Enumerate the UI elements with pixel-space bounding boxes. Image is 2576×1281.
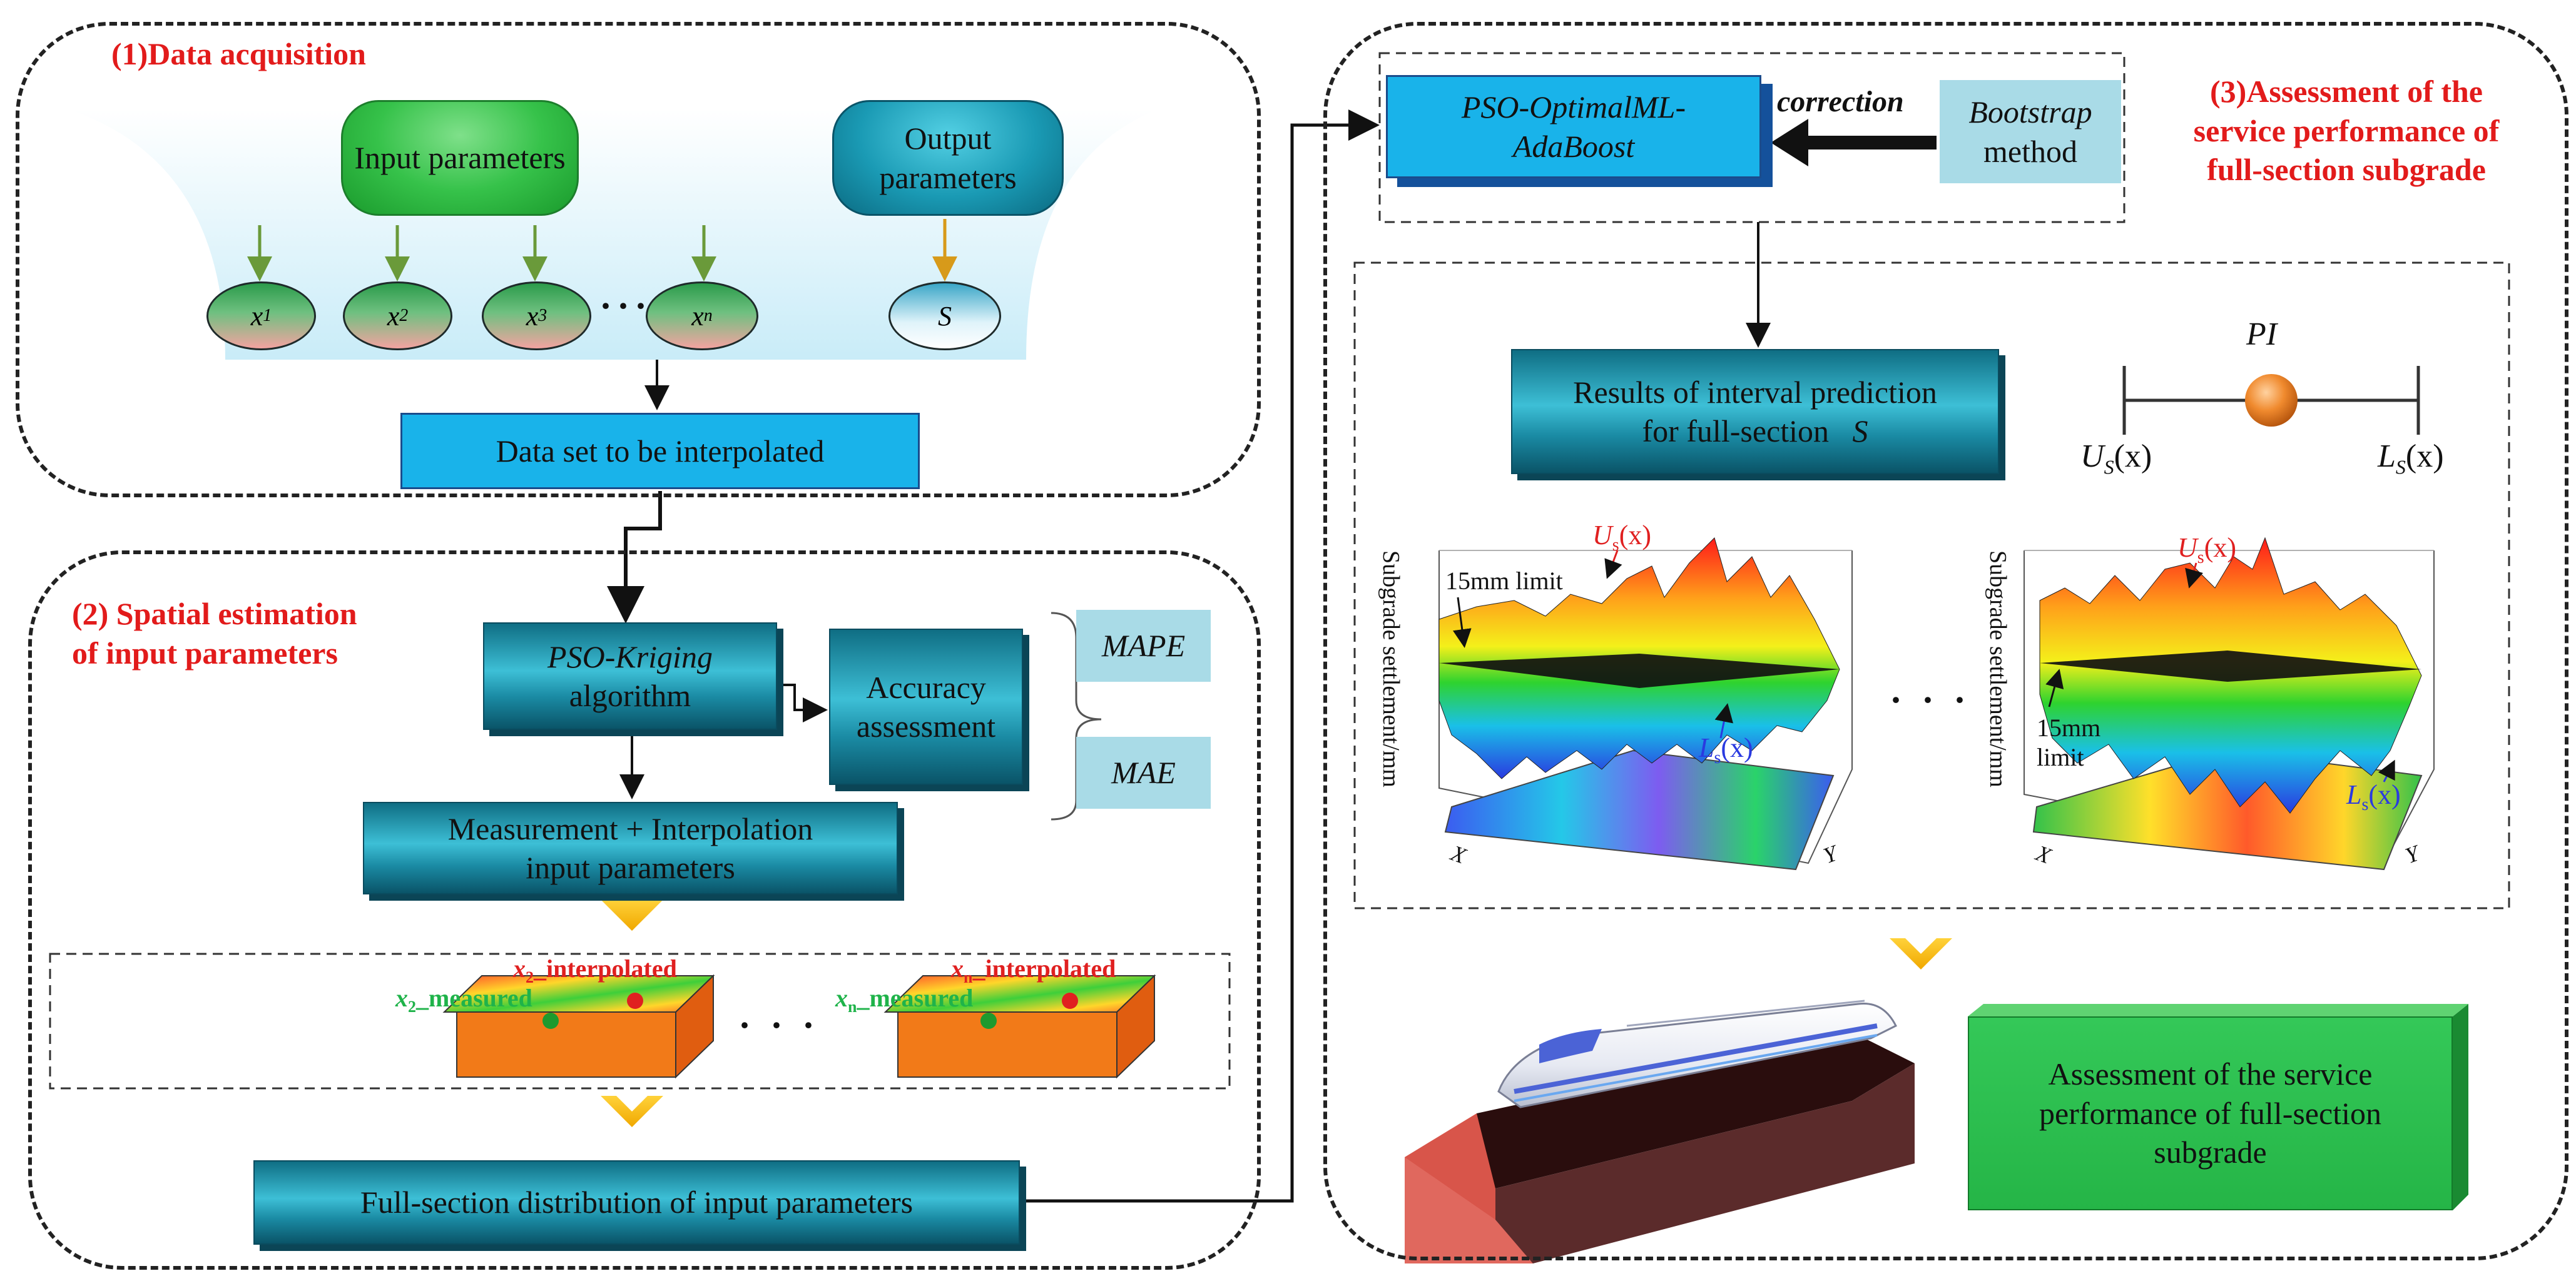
plot1-us-label: Us(x): [1592, 520, 1651, 555]
x2-interpolated-label: x2_interpolated: [513, 954, 677, 986]
panel1-title: (1)Data acquisition: [111, 36, 366, 71]
x-ellipsis: ···: [599, 285, 653, 327]
surface-plot-1: [1438, 537, 1853, 871]
assessment-result-box[interactable]: Assessment of the service performance of…: [1968, 1016, 2453, 1210]
plot1-limit-label: 15mm limit: [1445, 567, 1563, 595]
input-parameters-label: Input parameters: [354, 140, 566, 176]
slab-container: [49, 953, 1231, 1090]
xn-measured-label: xn_measured: [835, 984, 974, 1016]
dataset-label: Data set to be interpolated: [496, 433, 825, 468]
pi-label: PI: [2246, 316, 2278, 352]
panel3-title: (3)Assessment of the service performance…: [2193, 74, 2500, 187]
s-var[interactable]: S: [888, 281, 1001, 350]
surface-plot-2: [2024, 537, 2435, 871]
pi-point: [2245, 374, 2298, 427]
ls-interval-label: LS(x): [2378, 438, 2444, 478]
train-illustration: [1405, 1000, 1915, 1263]
input-parameters-box[interactable]: Input parameters: [341, 100, 579, 216]
chevron-arrow-2: [601, 1096, 663, 1127]
xn-interpolated-label: xn_interpolated: [951, 954, 1116, 986]
us-interval-label: US(x): [2080, 438, 2152, 478]
slab-xn: [883, 974, 1156, 1079]
output-parameters-box[interactable]: Output parameters: [832, 100, 1064, 216]
plot-ellipsis: · · ·: [1890, 679, 1972, 721]
slab-x2: [442, 974, 715, 1079]
x2-measured-label: x2_measured: [395, 984, 532, 1016]
chevron-arrow-3: [1890, 938, 1952, 970]
accuracy-assessment-box[interactable]: Accuracy assessment: [829, 629, 1023, 785]
panel-service-assessment: [1323, 22, 2568, 1260]
plot1-ls-label: Ls(x): [1699, 732, 1753, 767]
correction-label: correction: [1777, 85, 1904, 118]
full-section-box[interactable]: Full-section distribution of input param…: [253, 1160, 1020, 1245]
dataset-box[interactable]: Data set to be interpolated: [400, 413, 920, 489]
plot2-us-label: Us(x): [2177, 532, 2236, 567]
output-parameters-label: Output parameters: [879, 121, 1017, 195]
plot2-ls-label: Ls(x): [2346, 779, 2401, 814]
pso-optimalml-adaboost-box[interactable]: PSO-OptimalML- AdaBoost: [1386, 75, 1761, 178]
bootstrap-method-box[interactable]: Bootstrap method: [1940, 80, 2121, 183]
mape-box[interactable]: MAPE: [1076, 610, 1211, 682]
panel-data-acquisition: [16, 22, 1261, 497]
panel2-title: (2) Spatial estimation of input paramete…: [72, 596, 357, 671]
plot1-ylabel: Subgrade settlement/mm: [1378, 550, 1404, 787]
model-container: [1378, 52, 2125, 223]
measurement-interpolation-box[interactable]: Measurement + Interpolation input parame…: [363, 802, 898, 894]
results-container: [1353, 261, 2510, 909]
plot2-limit-label: 15mm limit: [2037, 714, 2101, 771]
results-interval-box[interactable]: Results of interval prediction for full-…: [1511, 349, 1999, 474]
mae-box[interactable]: MAE: [1076, 737, 1211, 809]
panel-spatial-estimation: [28, 550, 1261, 1270]
slab-ellipsis: · · ·: [738, 1005, 820, 1046]
pso-kriging-box[interactable]: PSO-Kriging algorithm: [483, 622, 777, 730]
plot2-ylabel: Subgrade settlement/mm: [1985, 550, 2011, 787]
